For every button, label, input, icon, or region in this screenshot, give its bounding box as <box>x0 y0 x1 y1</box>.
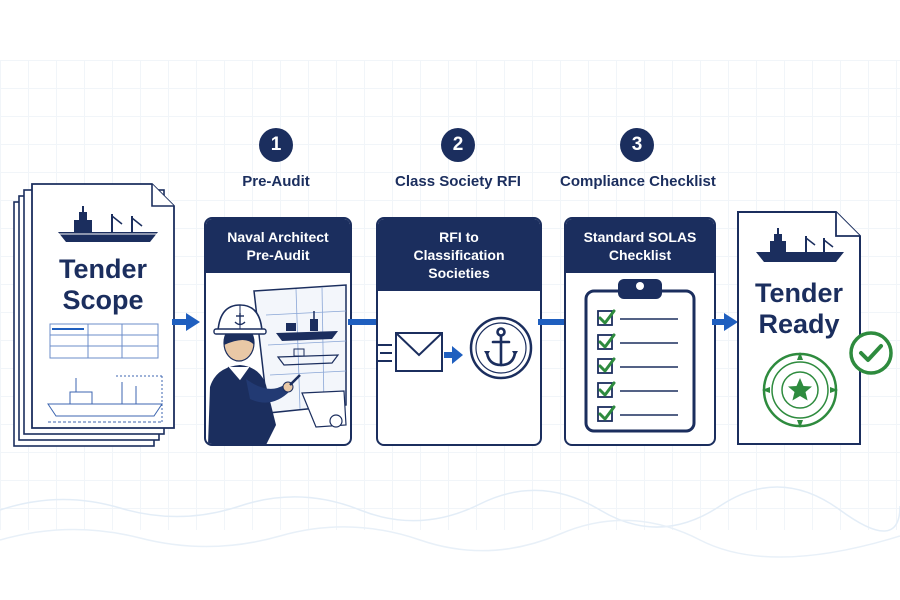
ship-icon <box>58 206 158 242</box>
checkmark-icon <box>849 331 893 375</box>
ship-icon <box>756 228 844 262</box>
step-number-badge: 1 <box>259 128 293 162</box>
step-label: Class Society RFI <box>395 173 521 190</box>
title-line: Ready <box>758 309 840 339</box>
step-label: Pre-Audit <box>242 173 310 190</box>
flow-arrow <box>712 313 738 331</box>
tender-ready-document: Tender Ready <box>736 210 864 448</box>
envelope-icon <box>378 332 443 372</box>
card-header-line: Pre-Audit <box>246 247 310 263</box>
step-card-class-society-rfi: RFI to Classification Societies <box>376 217 542 446</box>
card-header: Standard SOLAS Checklist <box>566 219 714 273</box>
send-arrow <box>444 346 463 364</box>
title-line: Scope <box>62 285 144 315</box>
card-header: RFI to Classification Societies <box>378 219 540 291</box>
engineer-icon <box>208 284 347 444</box>
step-card-pre-audit: Naval Architect Pre-Audit <box>204 217 352 446</box>
wave-decoration <box>0 486 900 558</box>
flow-arrow <box>538 319 566 325</box>
card-header-line: Classification Societies <box>413 247 505 281</box>
step-number-badge: 2 <box>441 128 475 162</box>
tender-ready-title: Tender Ready <box>738 278 860 340</box>
card-header: Naval Architect Pre-Audit <box>206 219 350 273</box>
title-line: Tender <box>58 254 147 284</box>
title-line: Tender <box>754 278 843 308</box>
step-label: Compliance Checklist <box>560 173 716 190</box>
card-header-line: RFI to <box>439 229 479 245</box>
star-seal-icon <box>762 352 838 428</box>
step-card-compliance-checklist: Standard SOLAS Checklist <box>564 217 716 446</box>
flow-arrow <box>348 319 378 325</box>
card-header-line: Checklist <box>608 247 672 263</box>
card-header-line: Naval Architect <box>227 229 329 245</box>
card-header-line: Standard SOLAS <box>583 229 697 245</box>
tender-scope-title: Tender Scope <box>32 254 174 316</box>
tender-scope-document: Tender Scope <box>12 182 192 452</box>
step-number-badge: 3 <box>620 128 654 162</box>
flow-arrow <box>172 313 200 331</box>
document-stack <box>13 183 175 447</box>
anchor-icon <box>469 316 533 380</box>
clipboard-icon <box>584 279 696 433</box>
